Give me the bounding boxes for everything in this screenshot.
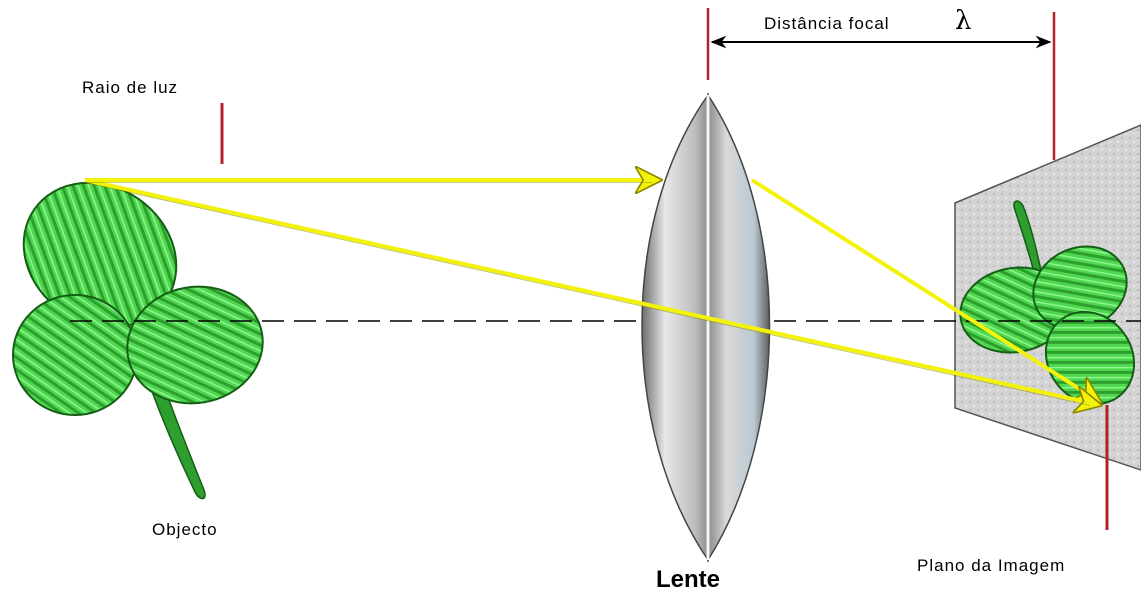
refracted-ray xyxy=(750,178,1100,402)
focal-symbol: λ xyxy=(955,6,972,36)
chief-ray xyxy=(84,178,1100,405)
light-ray-label: Raio de luz xyxy=(82,78,179,97)
clover-icon xyxy=(12,181,264,500)
light-rays xyxy=(84,178,1100,405)
lens-label: Lente xyxy=(656,566,721,593)
image-plane-label: Plano da Imagem xyxy=(917,556,1066,575)
object-label: Objecto xyxy=(152,520,218,539)
focal-distance-label: Distância focal xyxy=(764,14,890,33)
